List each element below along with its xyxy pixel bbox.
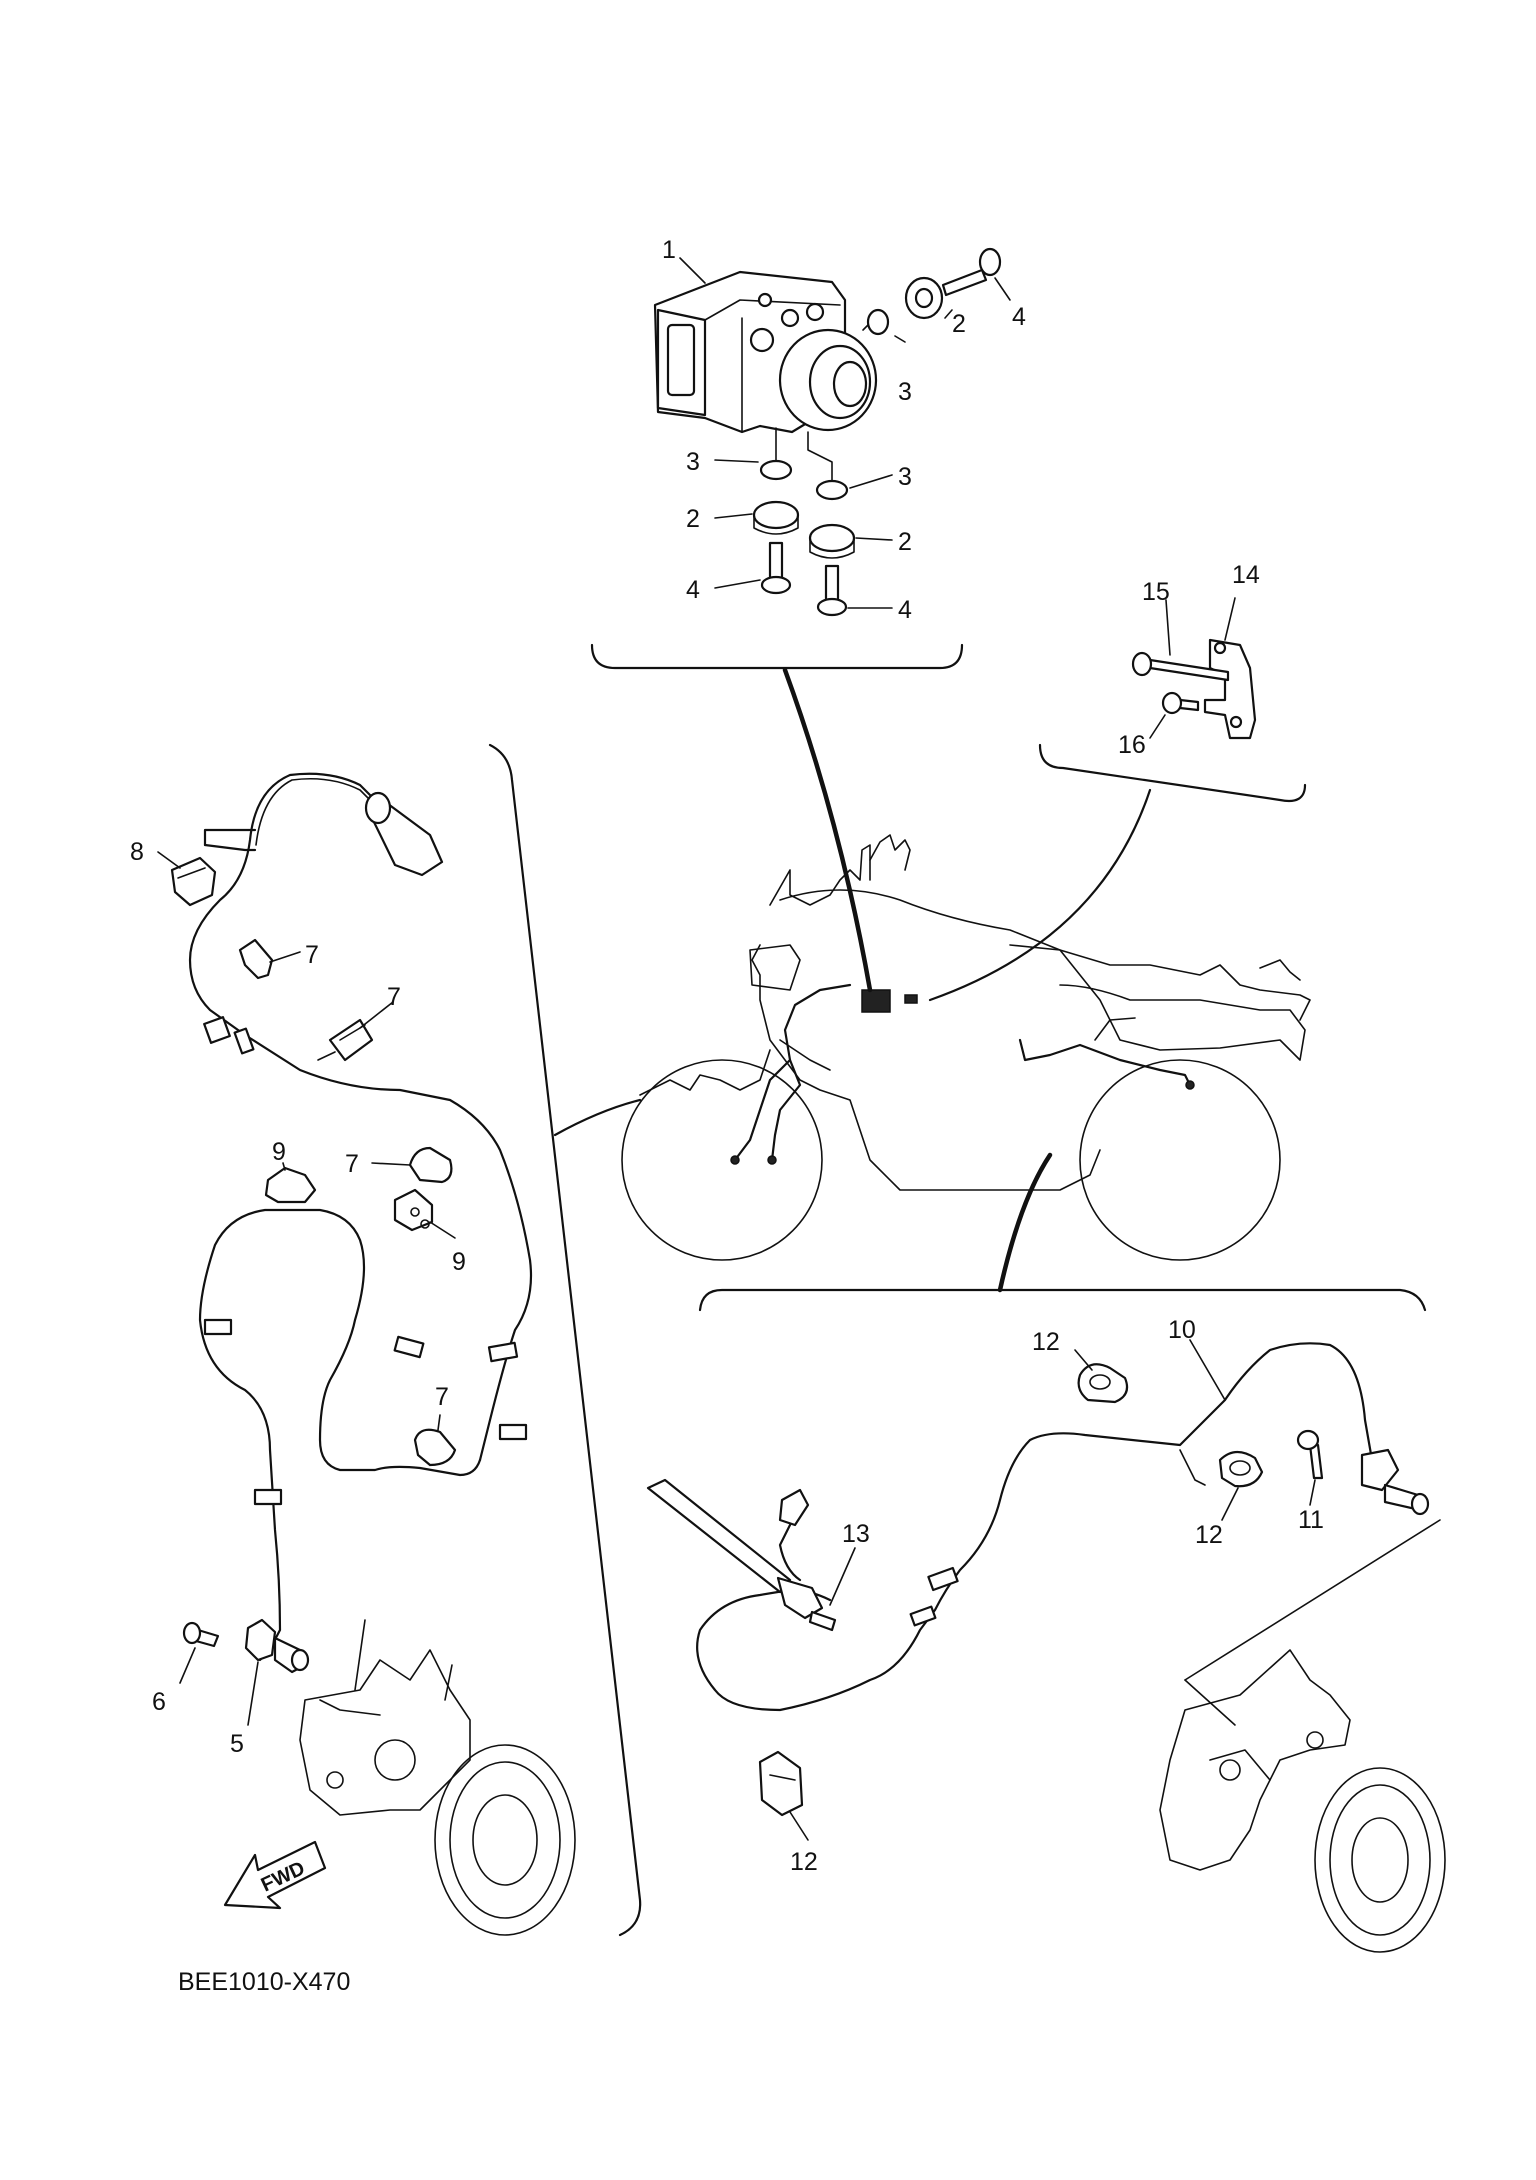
rear-wheel bbox=[1079, 1059, 1281, 1261]
callout-3: 3 bbox=[686, 448, 700, 476]
diagram-code: BEE1010-X470 bbox=[178, 1968, 350, 1996]
clip-7d bbox=[413, 1428, 457, 1467]
callout-16: 16 bbox=[1118, 731, 1146, 759]
callout-2: 2 bbox=[952, 310, 966, 338]
callout-15: 15 bbox=[1142, 578, 1170, 606]
abs-unit-on-bike bbox=[861, 989, 891, 1013]
callout-1: 1 bbox=[662, 236, 676, 264]
callout-12: 12 bbox=[790, 1848, 818, 1876]
clip-7a bbox=[238, 938, 274, 980]
callout-13: 13 bbox=[842, 1520, 870, 1548]
clip-7b bbox=[328, 1018, 374, 1062]
callout-5: 5 bbox=[230, 1730, 244, 1758]
cable-tie-13 bbox=[646, 1478, 837, 1632]
front-wheel bbox=[621, 1059, 823, 1261]
leader-abs bbox=[782, 667, 873, 993]
callout-7: 7 bbox=[345, 1150, 359, 1178]
collar-lower-left bbox=[759, 459, 793, 481]
callout-4: 4 bbox=[1012, 303, 1026, 331]
callout-7: 7 bbox=[387, 983, 401, 1011]
leader-front bbox=[553, 1098, 642, 1137]
callout-4: 4 bbox=[898, 596, 912, 624]
callout-12: 12 bbox=[1032, 1328, 1060, 1356]
callout-2: 2 bbox=[898, 528, 912, 556]
callout-11: 11 bbox=[1298, 1506, 1324, 1534]
callout-3: 3 bbox=[898, 463, 912, 491]
callout-2: 2 bbox=[686, 505, 700, 533]
front-sensor-group: 8 7 7 7 9 9 7 6 5 FWD bbox=[130, 743, 642, 1937]
callout-12: 12 bbox=[1195, 1521, 1223, 1549]
front-caliper bbox=[299, 1649, 471, 1816]
clamp-12a bbox=[1077, 1363, 1129, 1404]
holder-9a bbox=[264, 1166, 317, 1204]
motorcycle-outline bbox=[621, 834, 1311, 1261]
leader-bracket bbox=[928, 788, 1152, 1002]
abs-bracket bbox=[1203, 638, 1257, 740]
bolt-lower-right bbox=[824, 564, 840, 602]
rear-brake-disc bbox=[1314, 1767, 1446, 1953]
leader-rear bbox=[997, 1152, 1053, 1293]
rear-sensor-group: 12 10 12 11 13 12 bbox=[646, 1288, 1446, 1953]
clamp-12b bbox=[1218, 1450, 1264, 1488]
front-wheel-sensor bbox=[244, 1618, 277, 1662]
rear-caliper bbox=[1159, 1649, 1351, 1871]
callout-8: 8 bbox=[130, 838, 144, 866]
abs-hydraulic-unit bbox=[653, 270, 878, 434]
callout-3: 3 bbox=[898, 378, 912, 406]
callout-9: 9 bbox=[452, 1248, 466, 1276]
callout-6: 6 bbox=[152, 1688, 166, 1716]
collar-lower-right bbox=[815, 479, 849, 501]
damper-lower-right bbox=[808, 523, 856, 553]
bolt-11 bbox=[1308, 1443, 1324, 1480]
short-bolt bbox=[1178, 698, 1200, 712]
clip-7c bbox=[408, 1146, 453, 1184]
coupler-8 bbox=[170, 856, 217, 907]
bolt-right bbox=[941, 268, 988, 297]
callout-10: 10 bbox=[1168, 1316, 1196, 1344]
callout-4: 4 bbox=[686, 576, 700, 604]
front-brake-disc bbox=[434, 1744, 576, 1936]
callout-14: 14 bbox=[1232, 561, 1260, 589]
rear-wheel-sensor bbox=[1360, 1448, 1400, 1492]
damper-lower-left bbox=[752, 500, 800, 530]
collar-right bbox=[866, 308, 890, 336]
bracket-group: 14 15 16 bbox=[1038, 561, 1307, 803]
clamp-12c bbox=[758, 1750, 804, 1817]
bolt-lower-left bbox=[768, 541, 784, 580]
abs-unit-group: 1 2 3 4 3 2 4 3 2 4 bbox=[590, 236, 1026, 670]
callout-9: 9 bbox=[272, 1138, 286, 1166]
callout-7: 7 bbox=[305, 941, 319, 969]
fwd-arrow-icon: FWD bbox=[223, 1840, 327, 1910]
callout-7: 7 bbox=[435, 1383, 449, 1411]
holder-9b bbox=[393, 1188, 434, 1232]
